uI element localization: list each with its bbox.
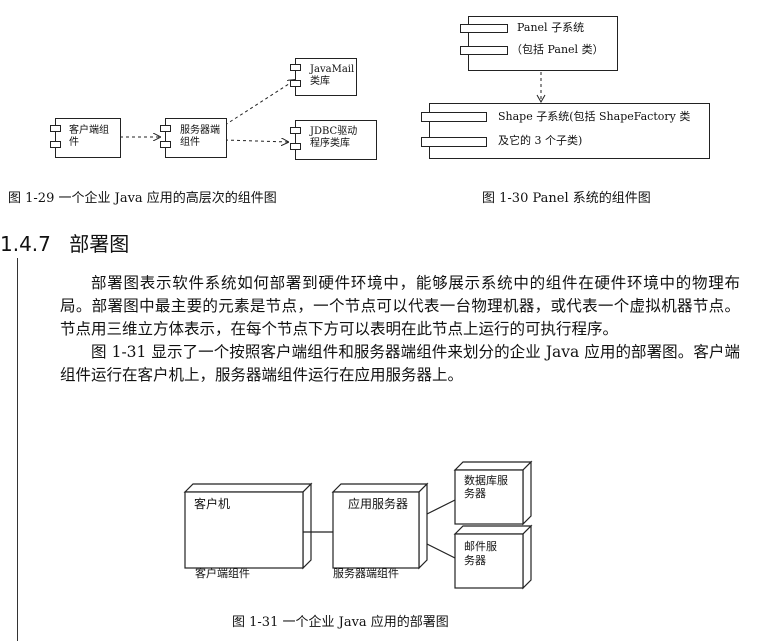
fig129-caption: 图 1-29 一个企业 Java 应用的高层次的组件图 bbox=[8, 191, 277, 206]
app-server-label: 应用服务器 bbox=[348, 497, 409, 511]
fig130-panel-subsystem: Panel 子系统 （包括 Panel 类） bbox=[460, 16, 618, 71]
figure-1-30: Panel 子系统 （包括 Panel 类） Shape 子系统(包括 Shap… bbox=[400, 0, 761, 215]
mail-server-label: 邮件服务器 bbox=[464, 540, 497, 567]
margin-rule bbox=[17, 258, 18, 641]
mail-server-node bbox=[453, 524, 533, 590]
db-server-node bbox=[453, 460, 533, 526]
fig131-caption: 图 1-31 一个企业 Java 应用的部署图 bbox=[232, 615, 449, 630]
fig129-jdbc-library: JDBC驱动程序类库 bbox=[290, 120, 377, 160]
fig129-javamail-library: JavaMail类库 bbox=[290, 58, 357, 96]
server-component-note: 服务器端组件 bbox=[333, 567, 399, 580]
db-server-label: 数据库服务器 bbox=[464, 474, 508, 500]
fig129-client-component: 客户端组件 bbox=[50, 118, 121, 158]
body-text: 部署图表示软件系统如何部署到硬件环境中，能够展示系统中的组件在硬件环境中的物理布… bbox=[60, 272, 740, 387]
app-server-node bbox=[331, 482, 429, 570]
fig129-server-component: 服务器端组件 bbox=[160, 118, 227, 158]
fig130-dependency-line bbox=[536, 72, 546, 104]
figure-1-29: 客户端组件 服务器端组件 JavaMail类库 JDBC驱动程序类库 图 1-2… bbox=[0, 0, 400, 215]
client-machine-label: 客户机 bbox=[194, 497, 231, 511]
fig131-deployment-diagram bbox=[183, 460, 533, 590]
fig130-caption: 图 1-30 Panel 系统的组件图 bbox=[482, 191, 651, 206]
paragraph-1: 部署图表示软件系统如何部署到硬件环境中，能够展示系统中的组件在硬件环境中的物理布… bbox=[60, 274, 740, 338]
section-title: 部署图 bbox=[69, 232, 130, 256]
section-heading: 1.4.7 部署图 bbox=[0, 228, 129, 257]
paragraph-2: 图 1-31 显示了一个按照客户端组件和服务器端组件来划分的企业 Java 应用… bbox=[60, 343, 740, 384]
fig129-dependency-lines bbox=[120, 0, 400, 215]
fig130-shape-subsystem: Shape 子系统(包括 ShapeFactory 类 及它的 3 个子类) bbox=[421, 103, 710, 159]
client-component-note: 客户端组件 bbox=[195, 567, 250, 580]
figure-1-31: 客户机 应用服务器 数据库服务器 邮件服务器 客户端组件 服务器端组件 图 1-… bbox=[0, 460, 761, 641]
client-machine-node bbox=[183, 482, 313, 570]
section-number: 1.4.7 bbox=[0, 232, 51, 256]
